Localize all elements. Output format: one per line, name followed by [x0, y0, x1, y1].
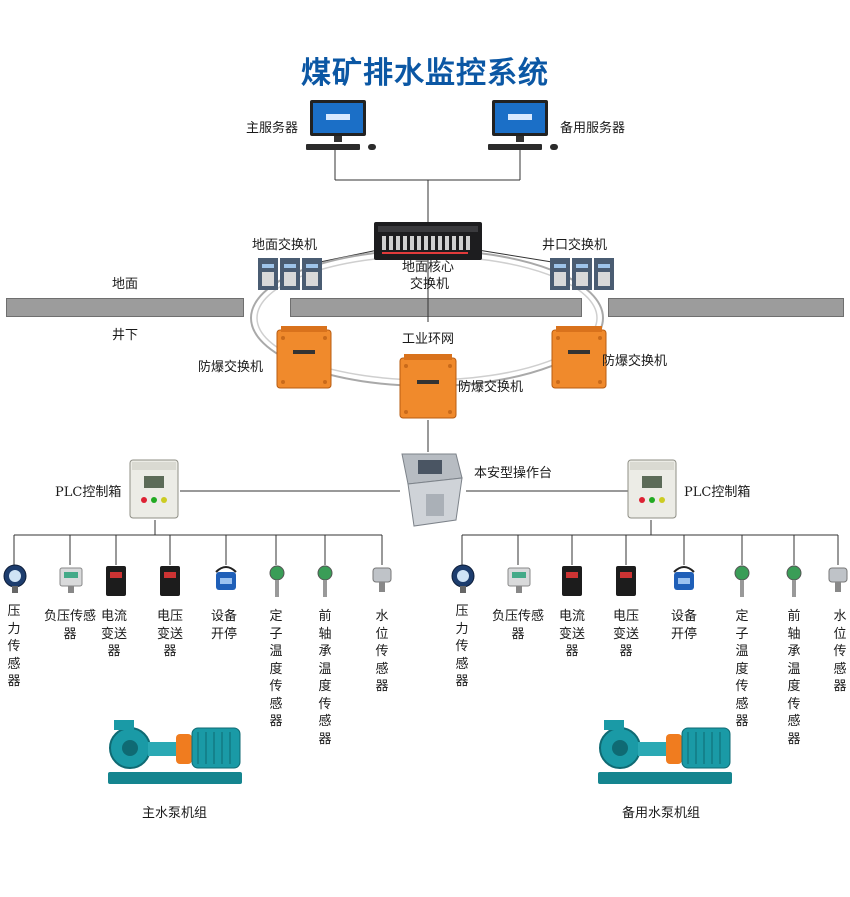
current-transmitter-right-icon [562, 566, 582, 596]
voltage-transmitter-left-icon [160, 566, 180, 596]
plc-box-right-icon [627, 459, 677, 519]
current-transmitter-left-icon [106, 566, 126, 596]
ground-switch-label: 地面交换机 [252, 238, 318, 253]
front-bearing-temperature-sensor-left-label: 前轴承温度传感器 [318, 609, 332, 747]
front-bearing-temperature-sensor-right-icon [786, 565, 802, 597]
stator-temperature-sensor-right-icon [734, 565, 750, 597]
shaft-switch-label: 井口交换机 [542, 238, 608, 253]
plc-box-right-label: PLC控制箱 [684, 485, 751, 500]
negative-pressure-sensor-left-icon [59, 567, 83, 593]
explosion-proof-switch-right-label: 防爆交换机 [602, 354, 668, 369]
pressure-sensor-left-label: 压力传感器 [7, 604, 21, 689]
water-level-sensor-right-icon [828, 567, 848, 592]
pressure-sensor-right-icon [451, 564, 475, 593]
voltage-transmitter-left-label: 电压变送器 [156, 609, 183, 659]
shaft-switch-icon [550, 258, 614, 290]
backup-pump-unit-icon [598, 720, 732, 784]
equipment-on-off-sensor-left-icon [215, 566, 237, 590]
main-pump-unit-icon [108, 720, 242, 784]
negative-pressure-sensor-right-label: 负压传感器 [492, 609, 545, 642]
core-switch-label-line2: 交换机 [410, 277, 450, 292]
main-server-icon [306, 100, 376, 150]
stator-temperature-sensor-right-label: 定子温度传感器 [735, 609, 749, 729]
explosion-proof-switch-left-icon [276, 326, 332, 389]
negative-pressure-sensor-right-icon [507, 567, 531, 593]
equipment-on-off-right-label: 设备开停 [670, 609, 697, 642]
ground-switch-icon [258, 258, 322, 290]
pressure-sensor-left-icon [3, 564, 27, 593]
backup-server-label: 备用服务器 [560, 121, 626, 136]
equipment-on-off-left-label: 设备开停 [210, 609, 237, 642]
explosion-proof-switch-left-label: 防爆交换机 [198, 360, 264, 375]
explosion-proof-switch-center-icon [399, 354, 457, 419]
surface-zone-label: 地面 [112, 277, 139, 292]
core-switch-icon [374, 222, 482, 260]
stator-temperature-sensor-left-icon [269, 565, 285, 597]
underground-zone-label: 井下 [112, 328, 139, 343]
voltage-transmitter-right-icon [616, 566, 636, 596]
pressure-sensor-right-label: 压力传感器 [455, 604, 469, 689]
current-transmitter-left-label: 电流变送器 [100, 609, 127, 659]
main-pump-unit-label: 主水泵机组 [142, 806, 208, 821]
water-level-sensor-right-label: 水位传感器 [833, 609, 847, 694]
plc-box-left-icon [129, 459, 179, 519]
backup-pump-unit-label: 备用水泵机组 [622, 806, 701, 821]
current-transmitter-right-label: 电流变送器 [558, 609, 585, 659]
explosion-proof-switch-center-label: 防爆交换机 [458, 380, 524, 395]
water-level-sensor-left-label: 水位传感器 [375, 609, 389, 694]
voltage-transmitter-right-label: 电压变送器 [612, 609, 639, 659]
plc-box-left-label: PLC控制箱 [55, 485, 122, 500]
core-switch-label-line1: 地面核心 [402, 260, 455, 275]
diagram-title: 煤矿排水监控系统 [301, 56, 549, 91]
surface-divider-center [290, 298, 582, 317]
water-level-sensor-left-icon [372, 567, 392, 592]
industrial-ring-label: 工业环网 [402, 332, 455, 347]
negative-pressure-sensor-left-label: 负压传感器 [44, 608, 96, 643]
front-bearing-temperature-sensor-left-icon [317, 565, 333, 597]
surface-divider-right [608, 298, 844, 317]
front-bearing-temperature-sensor-right-label: 前轴承温度传感器 [787, 609, 801, 747]
console-label: 本安型操作台 [474, 466, 553, 481]
main-server-label: 主服务器 [246, 121, 299, 136]
stator-temperature-sensor-left-label: 定子温度传感器 [269, 609, 283, 729]
explosion-proof-switch-right-icon [551, 326, 607, 389]
backup-server-icon [488, 100, 558, 150]
intrinsically-safe-console-icon [401, 453, 463, 527]
equipment-on-off-sensor-right-icon [673, 566, 695, 590]
surface-divider-left [6, 298, 244, 317]
negative-pressure-sensor-left-text: 负压传感器 [44, 609, 97, 642]
